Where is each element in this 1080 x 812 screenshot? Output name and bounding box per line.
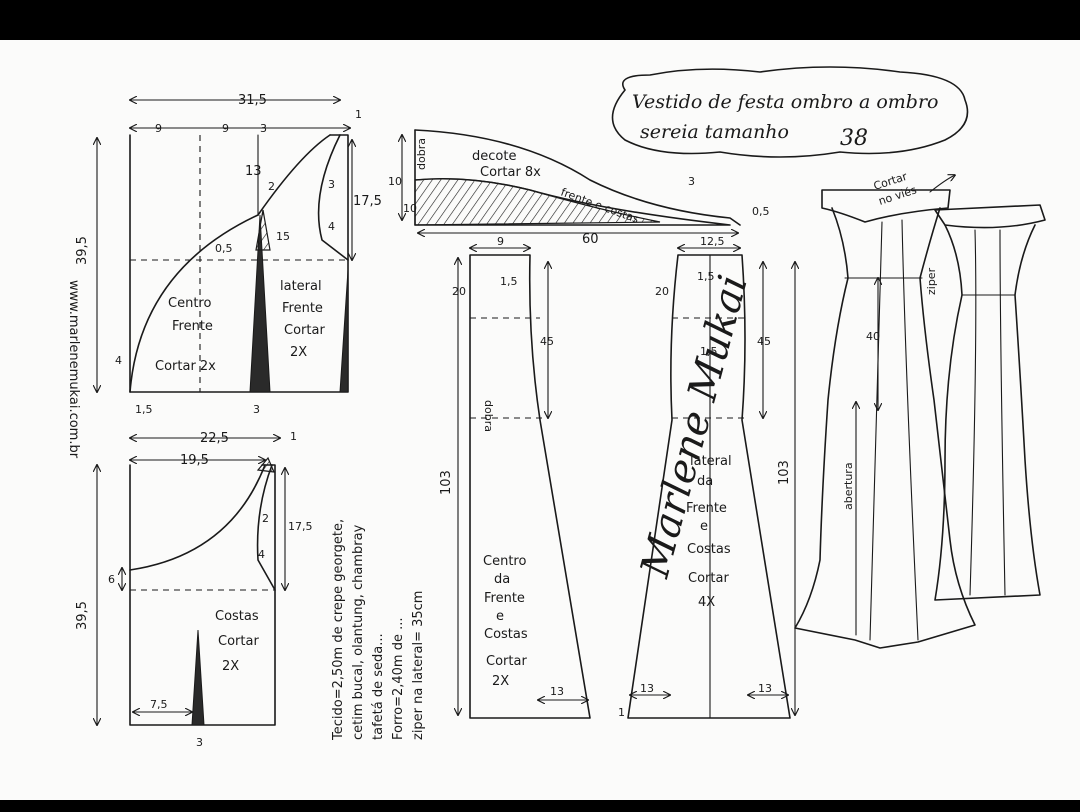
center-label-5: Costas (484, 627, 528, 642)
svg-text:ziper na lateral= 35cm: ziper na lateral= 35cm (411, 591, 426, 740)
side-m15: 1,5 (697, 270, 715, 283)
back-total-width: 22,5 (200, 431, 229, 446)
front-m2: 2 (268, 180, 275, 193)
back-label-2: Cortar (218, 634, 259, 649)
center-length: 103 (439, 470, 454, 495)
back-m6: 6 (108, 573, 115, 586)
center-hem: 13 (550, 685, 564, 698)
side-top: 12,5 (700, 235, 725, 248)
side-label-4: e (700, 519, 708, 534)
neckline-m3: 3 (688, 175, 695, 188)
front-m1: 1 (355, 108, 362, 121)
neckline-h2: 10 (403, 202, 417, 215)
center-label-7: 2X (492, 674, 509, 689)
front-side-label-4: 2X (290, 345, 307, 360)
front-center-label-1: Centro (168, 296, 211, 311)
side-label-6: Cortar (688, 571, 729, 586)
front-depth: 13 (245, 164, 262, 179)
side-m20: 20 (655, 285, 669, 298)
title-line-1: Vestido de festa ombro a ombro (632, 91, 939, 113)
back-m2: 2 (262, 512, 269, 525)
center-label-4: e (496, 609, 504, 624)
website-url: www.marlenemukai.com.br (66, 280, 81, 459)
back-m4: 4 (258, 548, 265, 561)
neckline-pattern: 10 10 dobra decote Cortar 8x frente e co… (388, 129, 770, 247)
back-label-3: 2X (222, 659, 239, 674)
center-m20: 20 (452, 285, 466, 298)
pattern-sheet: 31,5 9 9 3 1 39,5 13 2 15 0,5 4 1,5 3 3 … (0, 40, 1080, 800)
front-m3b: 3 (328, 178, 335, 191)
pattern-drawing: 31,5 9 9 3 1 39,5 13 2 15 0,5 4 1,5 3 3 … (66, 66, 1046, 749)
back-seg1: 19,5 (180, 453, 209, 468)
side-skirt-pattern: 12,5 20 1,5 1,5 45 103 13 13 1 lateral d… (618, 235, 795, 719)
side-m45: 45 (757, 335, 771, 348)
front-center-label-3: Cortar 2x (155, 359, 216, 374)
svg-text:Tecido=2,50m de crepe georgete: Tecido=2,50m de crepe georgete, (331, 519, 346, 741)
front-center-label-2: Frente (172, 319, 213, 334)
neckline-m05: 0,5 (752, 205, 770, 218)
side-label-5: Costas (687, 542, 731, 557)
center-label-3: Frente (484, 591, 525, 606)
neckline-label-1: decote (472, 149, 516, 164)
title-bubble: Vestido de festa ombro a ombro sereia ta… (611, 66, 969, 158)
front-side-label-1: lateral (280, 279, 322, 294)
front-side-label-3: Cortar (284, 323, 325, 338)
back-m3: 3 (196, 736, 203, 749)
back-bodice-pattern: 22,5 19,5 1 39,5 6 7,5 17,5 2 4 3 Costas… (75, 430, 313, 749)
center-label-1: Centro (483, 554, 526, 569)
svg-text:tafetá de seda...: tafetá de seda... (371, 633, 386, 740)
side-m15b: 1,5 (700, 345, 718, 358)
front-seg2: 9 (222, 122, 229, 135)
center-m45: 45 (540, 335, 554, 348)
center-m15: 1,5 (500, 275, 518, 288)
dress-m40: 40 (866, 330, 880, 343)
center-skirt-pattern: 9 103 20 1,5 45 dobra 13 Centro da Frent… (439, 235, 591, 719)
neckline-fold: dobra (415, 138, 428, 170)
front-bodice-pattern: 31,5 9 9 3 1 39,5 13 2 15 0,5 4 1,5 3 3 … (75, 93, 382, 416)
side-label-7: 4X (698, 595, 715, 610)
back-m1: 1 (290, 430, 297, 443)
title-size: 38 (840, 126, 868, 151)
side-label-3: Frente (686, 501, 727, 516)
center-top: 9 (497, 235, 504, 248)
front-m15: 15 (276, 230, 290, 243)
title-line-2: sereia tamanho (640, 121, 789, 143)
side-label-2: da (697, 474, 713, 489)
side-m1: 1 (618, 706, 625, 719)
zipper-label: ziper (925, 267, 938, 295)
back-m175: 17,5 (288, 520, 313, 533)
front-side-label-2: Frente (282, 301, 323, 316)
side-length: 103 (777, 460, 792, 485)
front-seg3: 3 (260, 122, 267, 135)
slit-label: abertura (842, 462, 855, 510)
neckline-width: 60 (582, 232, 599, 247)
side-hem-left: 13 (640, 682, 654, 695)
dress-illustration: Cortar no viés 40 abertura ziper (794, 170, 1046, 649)
back-m75: 7,5 (150, 698, 168, 711)
side-hem-right: 13 (758, 682, 772, 695)
back-height: 39,5 (75, 601, 90, 630)
front-m4b: 4 (328, 220, 335, 233)
fabric-note: Tecido=2,50m de crepe georgete, cetim bu… (331, 519, 426, 741)
back-label-1: Costas (215, 609, 259, 624)
side-label-1: lateral (690, 454, 732, 469)
center-label-2: da (494, 572, 510, 587)
front-total-width: 31,5 (238, 93, 267, 108)
svg-text:cetim bucal, olantung, chambra: cetim bucal, olantung, chambray (351, 524, 366, 740)
center-label-6: Cortar (486, 654, 527, 669)
center-fold: dobra (482, 400, 495, 432)
neckline-label-2: Cortar 8x (480, 165, 541, 180)
front-m05: 0,5 (215, 242, 233, 255)
front-seg1: 9 (155, 122, 162, 135)
front-m15b: 1,5 (135, 403, 153, 416)
neckline-h1: 10 (388, 175, 402, 188)
signature: Marlene Mukai (632, 270, 757, 582)
front-height: 39,5 (75, 236, 90, 265)
front-m3a: 3 (253, 403, 260, 416)
front-m175: 17,5 (353, 194, 382, 209)
svg-text:Forro=2,40m de ...: Forro=2,40m de ... (391, 617, 406, 740)
front-m4: 4 (115, 354, 122, 367)
